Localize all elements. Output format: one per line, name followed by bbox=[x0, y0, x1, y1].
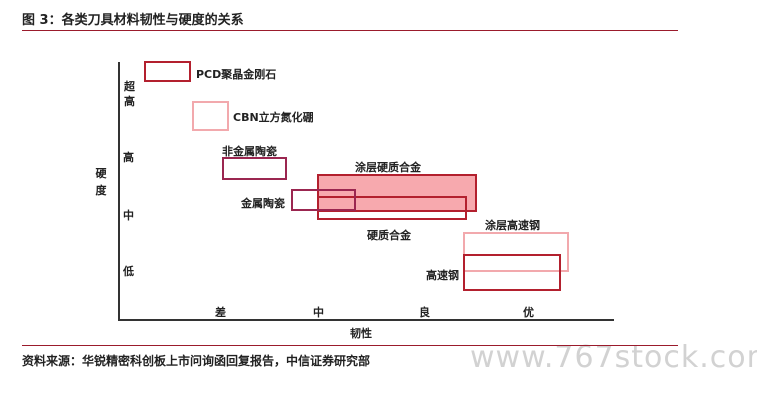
cbn-box bbox=[192, 101, 229, 131]
pcd-label: PCD聚晶金刚石 bbox=[196, 68, 277, 81]
figure-source: 资料来源：华锐精密科创板上市问询函回复报告，中信证券研究部 bbox=[22, 354, 371, 368]
coated-carbide-box bbox=[317, 174, 477, 212]
cermet-box bbox=[291, 189, 356, 211]
cbn-label: CBN立方氮化硼 bbox=[233, 111, 314, 124]
carbide-label: 硬质合金 bbox=[367, 229, 411, 242]
coated-hss-label: 涂层高速钢 bbox=[485, 219, 540, 232]
y-tick-medium: 中 bbox=[123, 209, 134, 222]
x-axis-line bbox=[118, 319, 614, 321]
title-divider bbox=[22, 30, 678, 31]
coated-carbide-label: 涂层硬质合金 bbox=[355, 161, 421, 174]
carbide-box bbox=[317, 196, 467, 220]
pcd-box bbox=[144, 61, 191, 82]
x-tick-poor: 差 bbox=[215, 306, 226, 319]
y-tick-low: 低 bbox=[123, 265, 134, 278]
y-axis-line bbox=[118, 62, 120, 320]
hss-label: 高速钢 bbox=[426, 269, 459, 282]
y-tick-ultra-high: 超高 bbox=[124, 80, 135, 108]
y-tick-high: 高 bbox=[123, 151, 134, 164]
y-axis-title: 硬度 bbox=[95, 167, 107, 197]
hss-box bbox=[463, 254, 561, 291]
x-tick-good: 良 bbox=[419, 306, 430, 319]
x-axis-title: 韧性 bbox=[350, 327, 372, 340]
source-divider bbox=[22, 345, 678, 346]
non-metal-ceramic-box bbox=[222, 157, 287, 180]
x-tick-medium: 中 bbox=[313, 306, 324, 319]
x-tick-excellent: 优 bbox=[523, 306, 534, 319]
figure-title: 图 3：各类刀具材料韧性与硬度的关系 bbox=[22, 13, 244, 28]
non-metal-ceramic-label: 非金属陶瓷 bbox=[222, 145, 277, 158]
coated-hss-box bbox=[463, 232, 569, 272]
cermet-label: 金属陶瓷 bbox=[241, 197, 285, 210]
